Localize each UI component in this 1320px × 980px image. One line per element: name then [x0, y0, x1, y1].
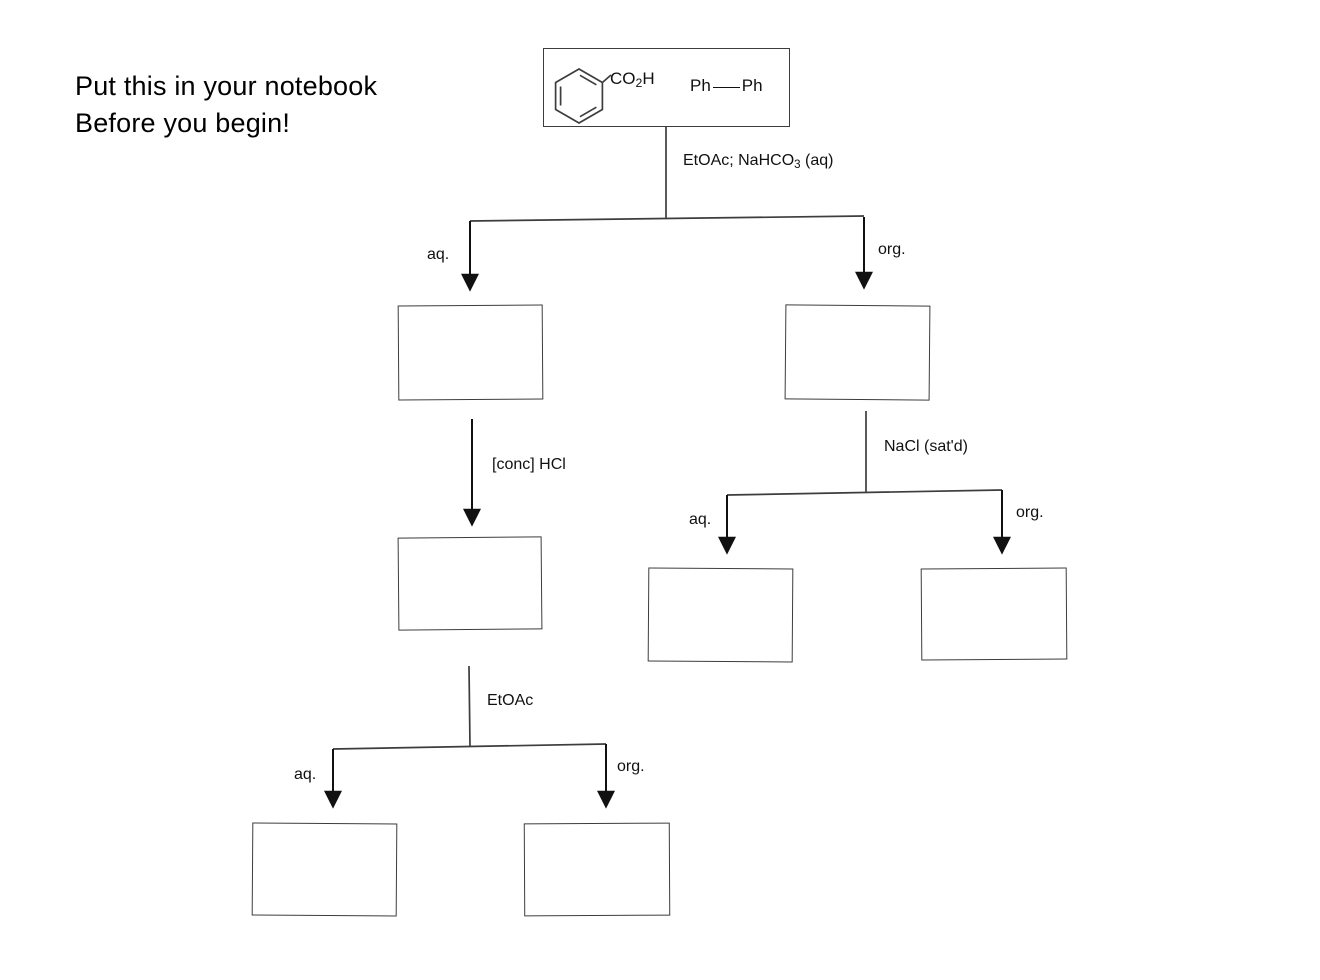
- aq-layer-box-1: [397, 304, 544, 401]
- label-conc-hcl: [conc] HCl: [492, 456, 566, 473]
- benzoic-acid-label: CO2H: [610, 69, 655, 89]
- label-org-1: org.: [878, 241, 906, 258]
- stem-line-etoac: [468, 665, 471, 748]
- label-aq-3: aq.: [294, 766, 317, 783]
- label-org-2: org.: [1016, 504, 1044, 521]
- label-partition1-post: (aq): [800, 152, 834, 169]
- benzene-ring-structure: [554, 68, 612, 124]
- org-layer-box-1: [784, 304, 931, 401]
- label-partition1-sub: 3: [794, 158, 801, 171]
- biphenyl-label: Ph Ph: [690, 76, 763, 96]
- benzoic-acid-label-post: H: [642, 69, 655, 88]
- label-aq-1: aq.: [427, 246, 450, 263]
- start-mixture-box: CO2H Ph Ph: [543, 48, 790, 127]
- label-partition1-reagents: EtOAc; NaHCO3 (aq): [683, 152, 834, 171]
- brine-aq-box: [647, 567, 794, 663]
- label-aq-2: aq.: [689, 511, 712, 528]
- branch-line-3: [332, 743, 607, 750]
- brine-org-box: [920, 567, 1068, 661]
- biphenyl-bond-line: [712, 86, 740, 88]
- benzoic-acid-label-sub: 2: [635, 76, 643, 91]
- label-org-3: org.: [617, 758, 645, 775]
- benzoic-acid-label-pre: CO: [610, 69, 636, 88]
- biphenyl-ph-right: Ph: [741, 76, 763, 95]
- label-partition1-pre: EtOAc; NaHCO: [683, 152, 795, 169]
- note-text: Put this in your notebook Before you beg…: [75, 68, 377, 142]
- branch-line-1: [469, 215, 865, 222]
- final-org-box: [523, 822, 671, 917]
- biphenyl-ph-left: Ph: [690, 76, 711, 95]
- final-aq-box: [251, 822, 398, 917]
- branch-line-2: [726, 489, 1003, 496]
- label-nacl-satd: NaCl (sat'd): [884, 438, 968, 455]
- label-etoac: EtOAc: [487, 692, 534, 709]
- acidified-aq-box: [397, 536, 543, 631]
- note-line-1: Put this in your notebook: [75, 71, 378, 101]
- note-line-2: Before you begin!: [75, 108, 291, 138]
